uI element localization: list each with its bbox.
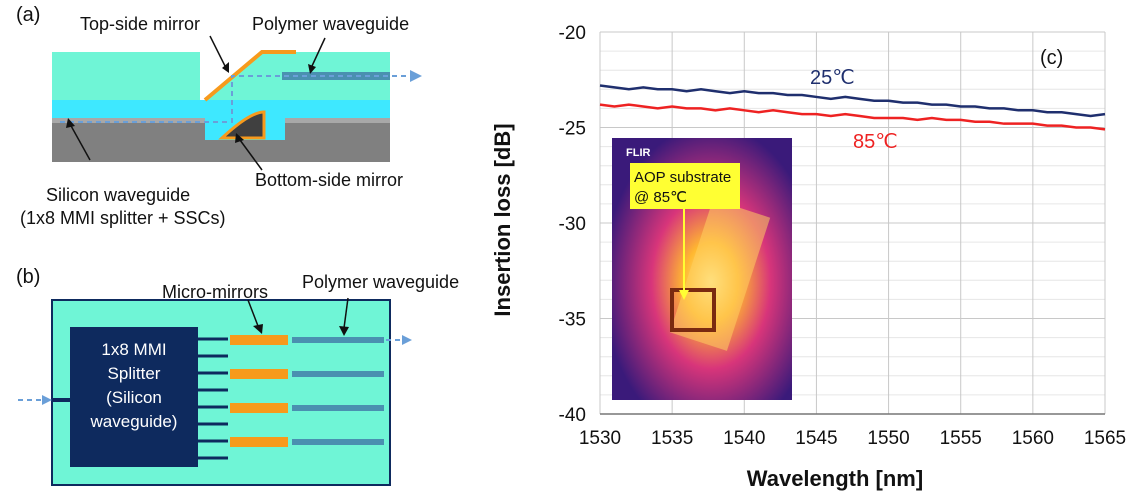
polymer-wg-4	[292, 439, 384, 445]
inset-label-2: @ 85℃	[634, 189, 687, 206]
panel-a-diagram	[52, 35, 422, 171]
x-tick-label: 1540	[723, 428, 765, 449]
inset-brand: FLIR	[626, 147, 650, 159]
leader-top-mirror	[209, 35, 226, 67]
y-axis-label: Insertion loss [dB]	[490, 123, 515, 316]
silicon-label-2: (1x8 MMI splitter + SSCs)	[20, 208, 226, 228]
leader-micro-mirror	[247, 299, 259, 327]
leader-silicon-head	[66, 118, 75, 128]
polymer-label-b: Polymer waveguide	[302, 272, 460, 292]
inset-pointer-head	[679, 290, 689, 300]
leader-polymer	[311, 37, 326, 67]
x-tick-label: 1545	[795, 428, 837, 449]
series-line-1	[599, 103, 1106, 131]
splitter-box	[70, 327, 198, 467]
panel-b-diagram	[18, 297, 412, 486]
series-label-85: 85℃	[853, 131, 898, 153]
leader-bottom-mirror-head	[235, 133, 244, 143]
chart-panel-letter: (c)	[1040, 47, 1063, 69]
cladding-left	[52, 52, 200, 100]
polymer-label-a: Polymer waveguide	[252, 14, 410, 34]
leader-micro-mirror-head	[253, 324, 263, 334]
y-tick-label: -40	[559, 405, 586, 426]
polymer-wg-3	[292, 405, 384, 411]
top-mirror-label: Top-side mirror	[80, 14, 201, 34]
leader-polymer-head	[308, 64, 316, 74]
micro-mirror-1	[230, 335, 288, 345]
splitter-line-2: Splitter	[107, 364, 161, 383]
x-tick-label: 1565	[1084, 428, 1126, 449]
leader-silicon	[69, 123, 91, 161]
silicon-label-1: Silicon waveguide	[46, 185, 191, 205]
inset-label-box	[630, 163, 740, 209]
inset-substrate-box	[670, 288, 716, 332]
bottom-mirror-label: Bottom-side mirror	[255, 170, 404, 190]
chart-series	[599, 84, 1106, 131]
polymer-wg-2	[292, 371, 384, 377]
splitter-outputs	[198, 337, 228, 460]
thermal-inset: FLIR AOP substrate @ 85℃	[612, 138, 792, 400]
x-tick-label: 1530	[579, 428, 621, 449]
micro-mirror-4	[230, 437, 288, 447]
y-tick-label: -30	[559, 214, 586, 235]
x-tick-label: 1555	[940, 428, 982, 449]
series-label-25: 25℃	[810, 67, 855, 89]
leader-top-mirror-head	[222, 62, 229, 73]
polymer-wg-1	[292, 337, 384, 343]
y-tick-label: -20	[559, 23, 586, 44]
splitter-label: 1x8 MMI Splitter (Silicon waveguide)	[70, 338, 198, 434]
top-mirror	[203, 50, 296, 102]
input-arrow-head	[42, 395, 52, 405]
y-tick-label: -35	[559, 310, 586, 331]
bottom-mirror	[218, 110, 266, 140]
splitter-line-4: waveguide)	[90, 412, 178, 431]
micro-mirror-3	[230, 403, 288, 413]
panel-a-letter: (a)	[16, 4, 41, 26]
output-arrow-head	[402, 335, 412, 345]
splitter-line-1: 1x8 MMI	[101, 340, 167, 359]
y-tick-label: -25	[559, 119, 586, 140]
micro-mirror-2	[230, 369, 288, 379]
leader-polymer-b	[343, 297, 349, 329]
x-tick-label: 1560	[1012, 428, 1054, 449]
inset-label-1: AOP substrate	[634, 169, 731, 186]
x-tick-label: 1550	[867, 428, 909, 449]
leader-bottom-mirror	[239, 139, 263, 171]
micro-mirrors-label: Micro-mirrors	[162, 282, 268, 302]
arrow-head-a	[410, 70, 422, 82]
x-tick-label: 1535	[651, 428, 693, 449]
splitter-line-3: (Silicon	[106, 388, 162, 407]
series-line-0	[599, 84, 1106, 118]
panel-b-letter: (b)	[16, 266, 41, 288]
light-path	[60, 75, 410, 123]
leader-polymer-b-head	[339, 326, 349, 336]
inset-chip	[669, 199, 771, 351]
polymer-core	[282, 72, 390, 80]
chart-ticks: 1530 1535 1540 1545 1550 1555 1560 1565 -20 -25 -3…	[559, 23, 1127, 449]
x-axis-label: Wavelength [nm]	[747, 466, 923, 491]
insertion-loss-chart: FLIR AOP substrate @ 85℃ 1530 1535 1540 154…	[490, 23, 1127, 491]
